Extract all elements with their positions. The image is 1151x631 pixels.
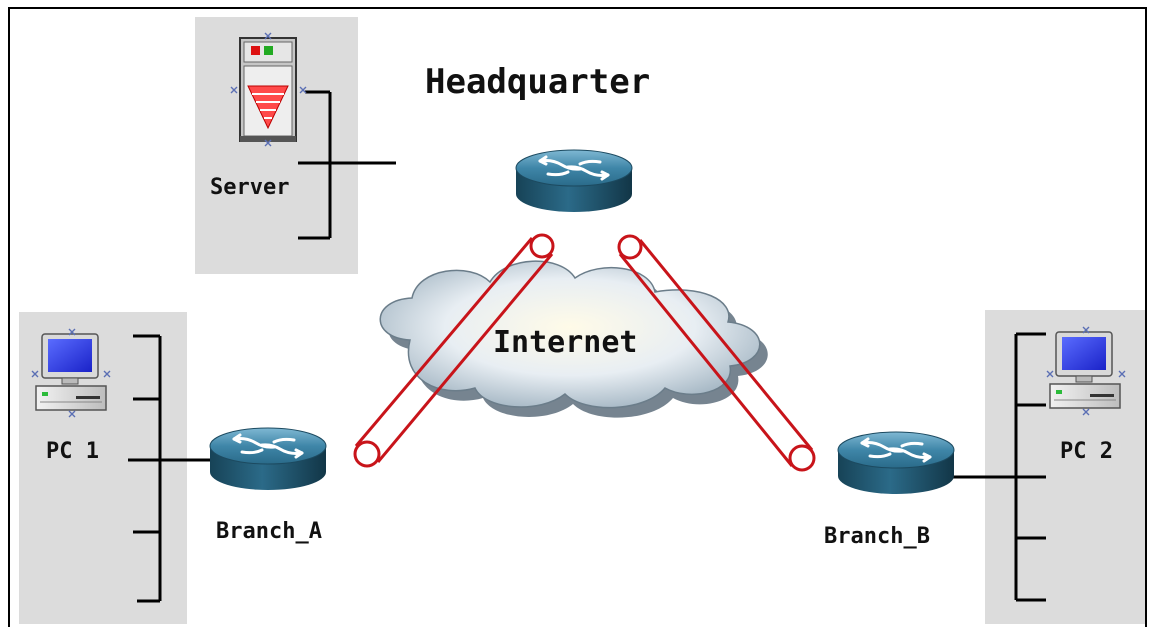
pc2-icon[interactable] [1049,331,1121,409]
headquarter-title: Headquarter [425,62,650,102]
vpn-tunnel-a [353,233,555,468]
pc1-icon[interactable] [35,333,107,411]
lan-a-bus [128,334,222,603]
internet-label: Internet [493,325,638,360]
server-icon[interactable] [239,37,297,142]
branch-b-label: Branch_B [824,524,930,549]
branch-a-router-icon[interactable] [208,426,328,492]
branch-b-router-icon[interactable] [836,430,956,496]
pc2-label: PC 2 [1060,439,1113,464]
server-label: Server [210,175,289,200]
hq-router-icon[interactable] [514,148,634,214]
pc1-label: PC 1 [46,439,99,464]
vpn-tunnel-b [617,234,816,472]
lan-b-bus [948,332,1046,602]
cloud-icon [379,260,768,418]
branch-a-label: Branch_A [216,519,322,544]
server-lan-bus [298,90,396,240]
